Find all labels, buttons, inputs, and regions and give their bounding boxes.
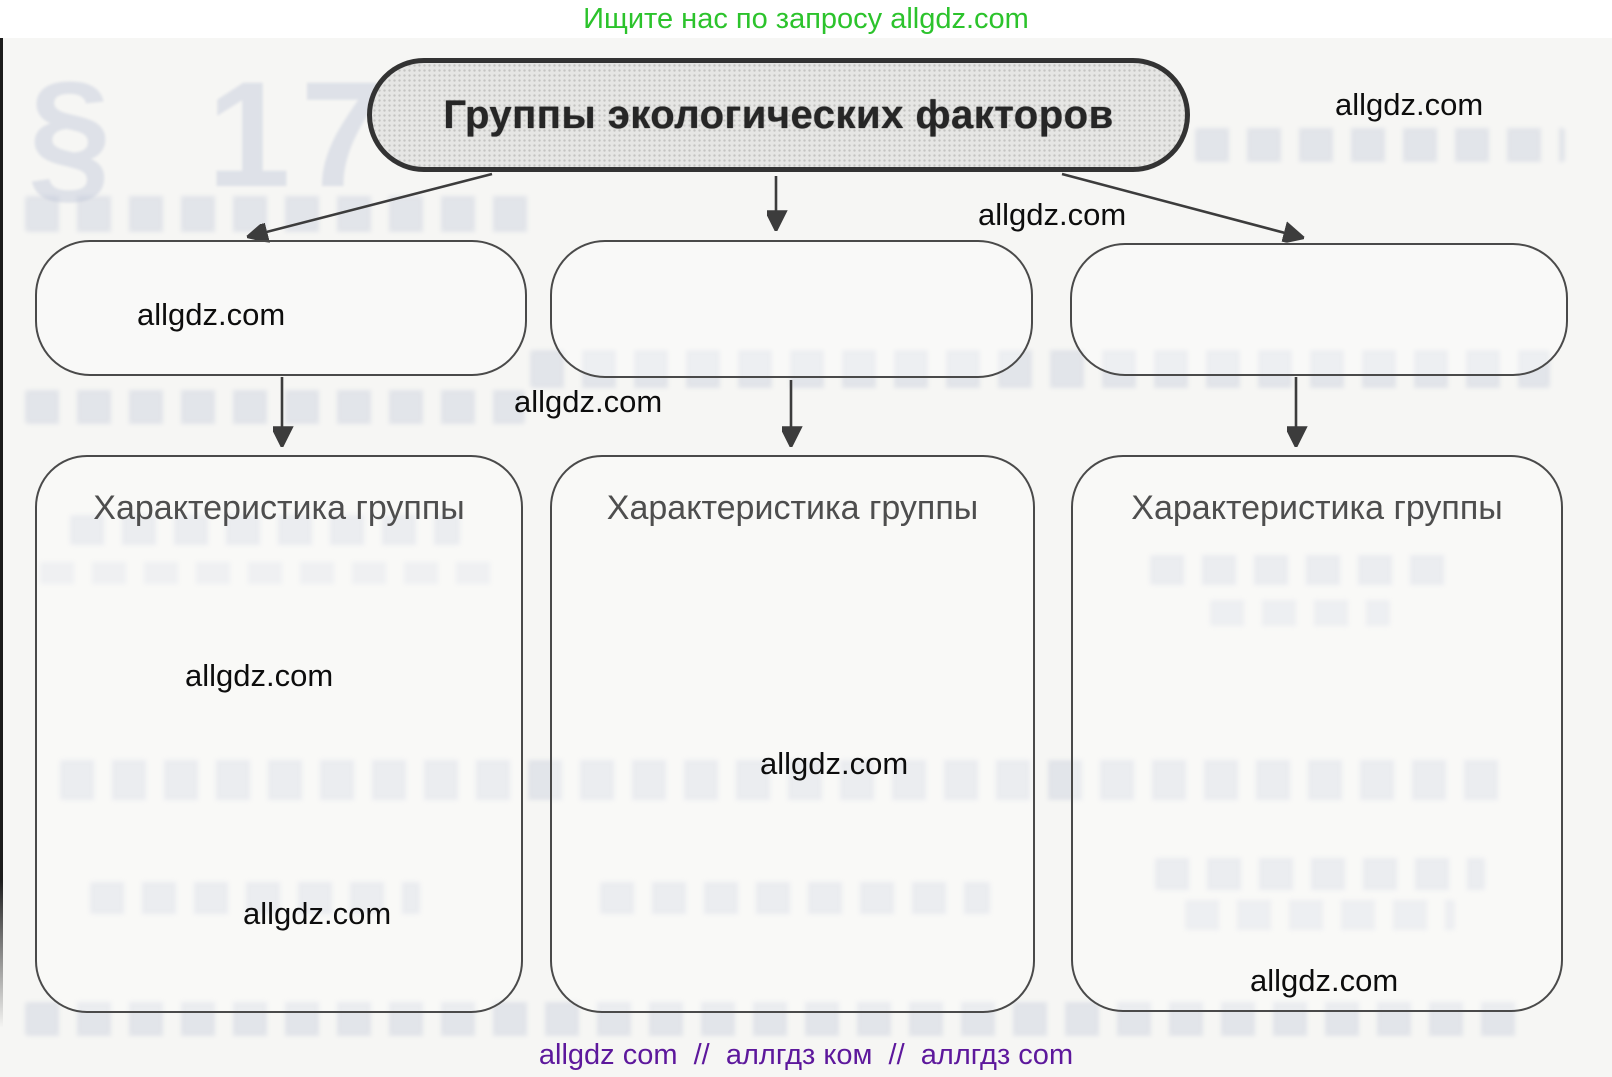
- watermark-middle-char-box: allgdz.com: [760, 746, 909, 781]
- faded-text-artifact: [60, 760, 1500, 800]
- faded-text-artifact: [1185, 900, 1455, 930]
- watermark-right-char-box: allgdz.com: [1250, 963, 1399, 998]
- faded-text-artifact: [90, 882, 420, 914]
- group-name-box-middle: [550, 240, 1033, 378]
- characteristic-box-middle-header: Характеристика группы: [606, 489, 979, 527]
- faded-text-artifact: [70, 515, 460, 545]
- faded-text-artifact: [25, 196, 535, 232]
- watermark-below-left-group: allgdz.com: [514, 384, 663, 419]
- faded-text-artifact: [1155, 858, 1485, 890]
- faded-text-artifact: [40, 562, 500, 584]
- watermark-left-char-box: allgdz.com: [185, 658, 334, 693]
- watermark-left-group-box: allgdz.com: [137, 297, 286, 332]
- top-banner-text: Ищите нас по запросу allgdz.com: [583, 3, 1029, 35]
- group-name-box-right: [1070, 243, 1568, 376]
- faded-text-artifact: [25, 390, 525, 424]
- diagram-title: Группы экологических факторов: [443, 92, 1114, 137]
- characteristic-box-right-header: Характеристика группы: [1131, 489, 1503, 527]
- characteristic-box-left: Характеристика группы: [35, 455, 523, 1013]
- watermark-center-upper: allgdz.com: [978, 197, 1127, 232]
- faded-text-artifact: [600, 882, 990, 914]
- faded-text-artifact: [1195, 128, 1565, 162]
- characteristic-box-left-header: Характеристика группы: [93, 489, 465, 527]
- faded-text-artifact: [25, 1002, 1525, 1036]
- characteristic-box-right: Характеристика группы: [1071, 455, 1563, 1012]
- faded-text-artifact: [1150, 555, 1450, 585]
- faded-text-artifact: [530, 350, 1550, 388]
- characteristic-box-middle: Характеристика группы: [550, 455, 1035, 1013]
- scan-edge-artifact: [0, 38, 3, 1028]
- bottom-banner-text: allgdz com // аллгдз ком // аллгдз com: [538, 1039, 1074, 1071]
- faded-text-artifact: [1210, 600, 1390, 626]
- diagram-title-node: Группы экологических факторов: [367, 58, 1190, 172]
- watermark-top-right: allgdz.com: [1335, 87, 1484, 122]
- group-name-box-left: [35, 240, 527, 376]
- watermark-left-char-lower: allgdz.com: [243, 896, 392, 931]
